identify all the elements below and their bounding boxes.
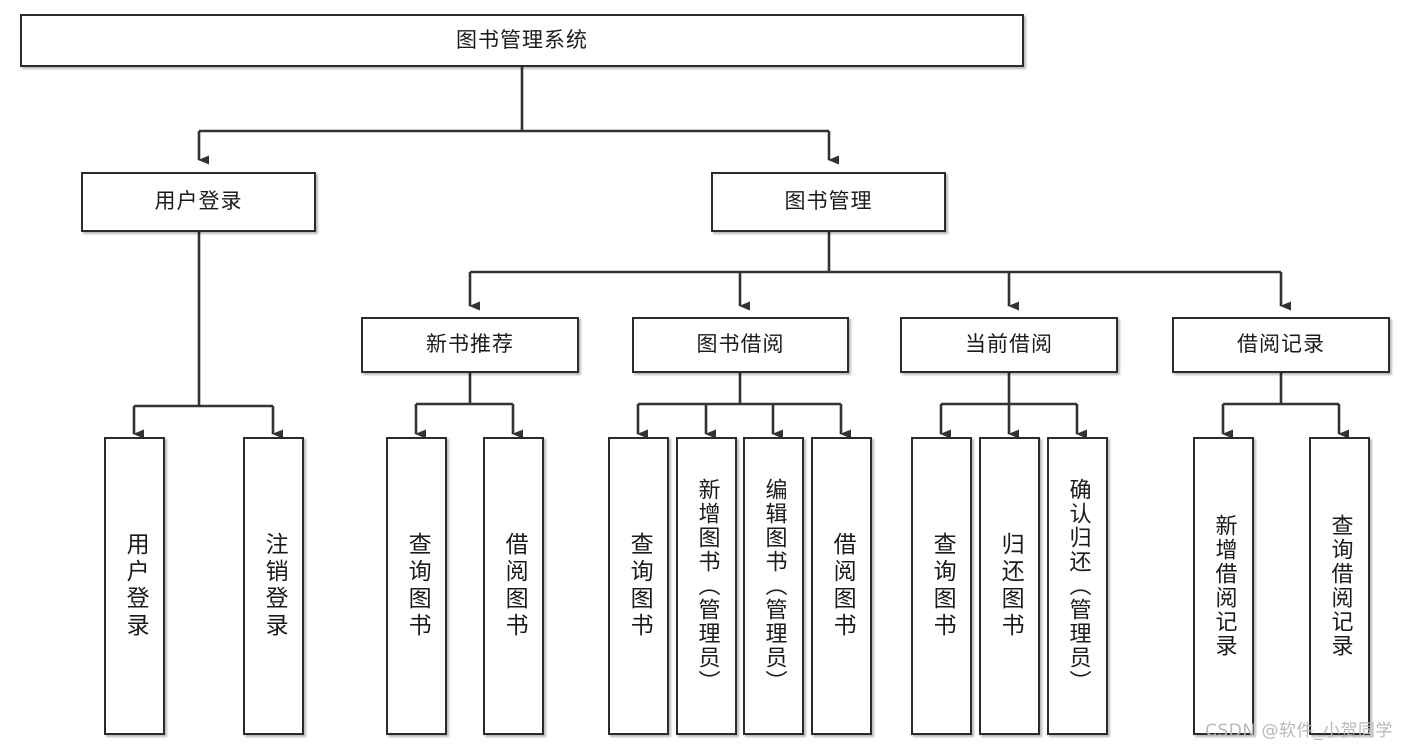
leaf-query-borrow-record[interactable]: 查询借阅记录 [1309, 437, 1370, 735]
leaf-borrow-books[interactable]: 借阅图书 [811, 437, 872, 735]
leaf-logout[interactable]: 注销登录 [243, 437, 304, 735]
node-label: 图书管理 [784, 189, 873, 214]
leaf-borrow-books-new[interactable]: 借阅图书 [483, 437, 544, 735]
node-label: 借阅图书 [501, 532, 528, 640]
node-label: 图书借阅 [696, 332, 785, 357]
node-label: 编辑图书（管理员） [761, 478, 787, 694]
node-borrow-records[interactable]: 借阅记录 [1172, 317, 1390, 373]
node-label: 确认归还（管理员） [1065, 478, 1091, 694]
node-label: 借阅图书 [829, 532, 856, 640]
leaf-query-books-borrow[interactable]: 查询图书 [608, 437, 669, 735]
leaf-add-borrow-record[interactable]: 新增借阅记录 [1193, 437, 1254, 735]
leaf-query-books-new[interactable]: 查询图书 [386, 437, 447, 735]
node-label: 查询借阅记录 [1327, 514, 1353, 658]
leaf-user-login[interactable]: 用户登录 [104, 437, 165, 735]
node-label: 查询图书 [404, 532, 431, 640]
node-user-login[interactable]: 用户登录 [81, 172, 316, 232]
node-book-borrowing[interactable]: 图书借阅 [632, 317, 849, 373]
leaf-confirm-return-admin[interactable]: 确认归还（管理员） [1047, 437, 1108, 735]
node-label: 注销登录 [261, 532, 288, 640]
node-label: 用户登录 [154, 189, 243, 214]
node-label: 查询图书 [626, 532, 653, 640]
node-new-book-recommendation[interactable]: 新书推荐 [361, 317, 579, 373]
leaf-edit-book-admin[interactable]: 编辑图书（管理员） [743, 437, 804, 735]
node-root-library-management-system[interactable]: 图书管理系统 [20, 14, 1024, 67]
leaf-add-book-admin[interactable]: 新增图书（管理员） [676, 437, 737, 735]
leaf-return-books[interactable]: 归还图书 [979, 437, 1040, 735]
node-current-borrowing[interactable]: 当前借阅 [900, 317, 1118, 373]
node-label: 图书管理系统 [456, 27, 588, 52]
node-label: 借阅记录 [1237, 332, 1325, 357]
node-label: 用户登录 [122, 532, 149, 640]
node-book-management[interactable]: 图书管理 [711, 172, 946, 232]
node-label: 新增图书（管理员） [694, 478, 720, 694]
node-label: 查询图书 [929, 532, 956, 640]
leaf-query-books-current[interactable]: 查询图书 [911, 437, 972, 735]
node-label: 当前借阅 [965, 332, 1053, 357]
node-label: 归还图书 [997, 532, 1024, 640]
node-label: 新书推荐 [426, 332, 514, 357]
node-label: 新增借阅记录 [1211, 514, 1237, 658]
